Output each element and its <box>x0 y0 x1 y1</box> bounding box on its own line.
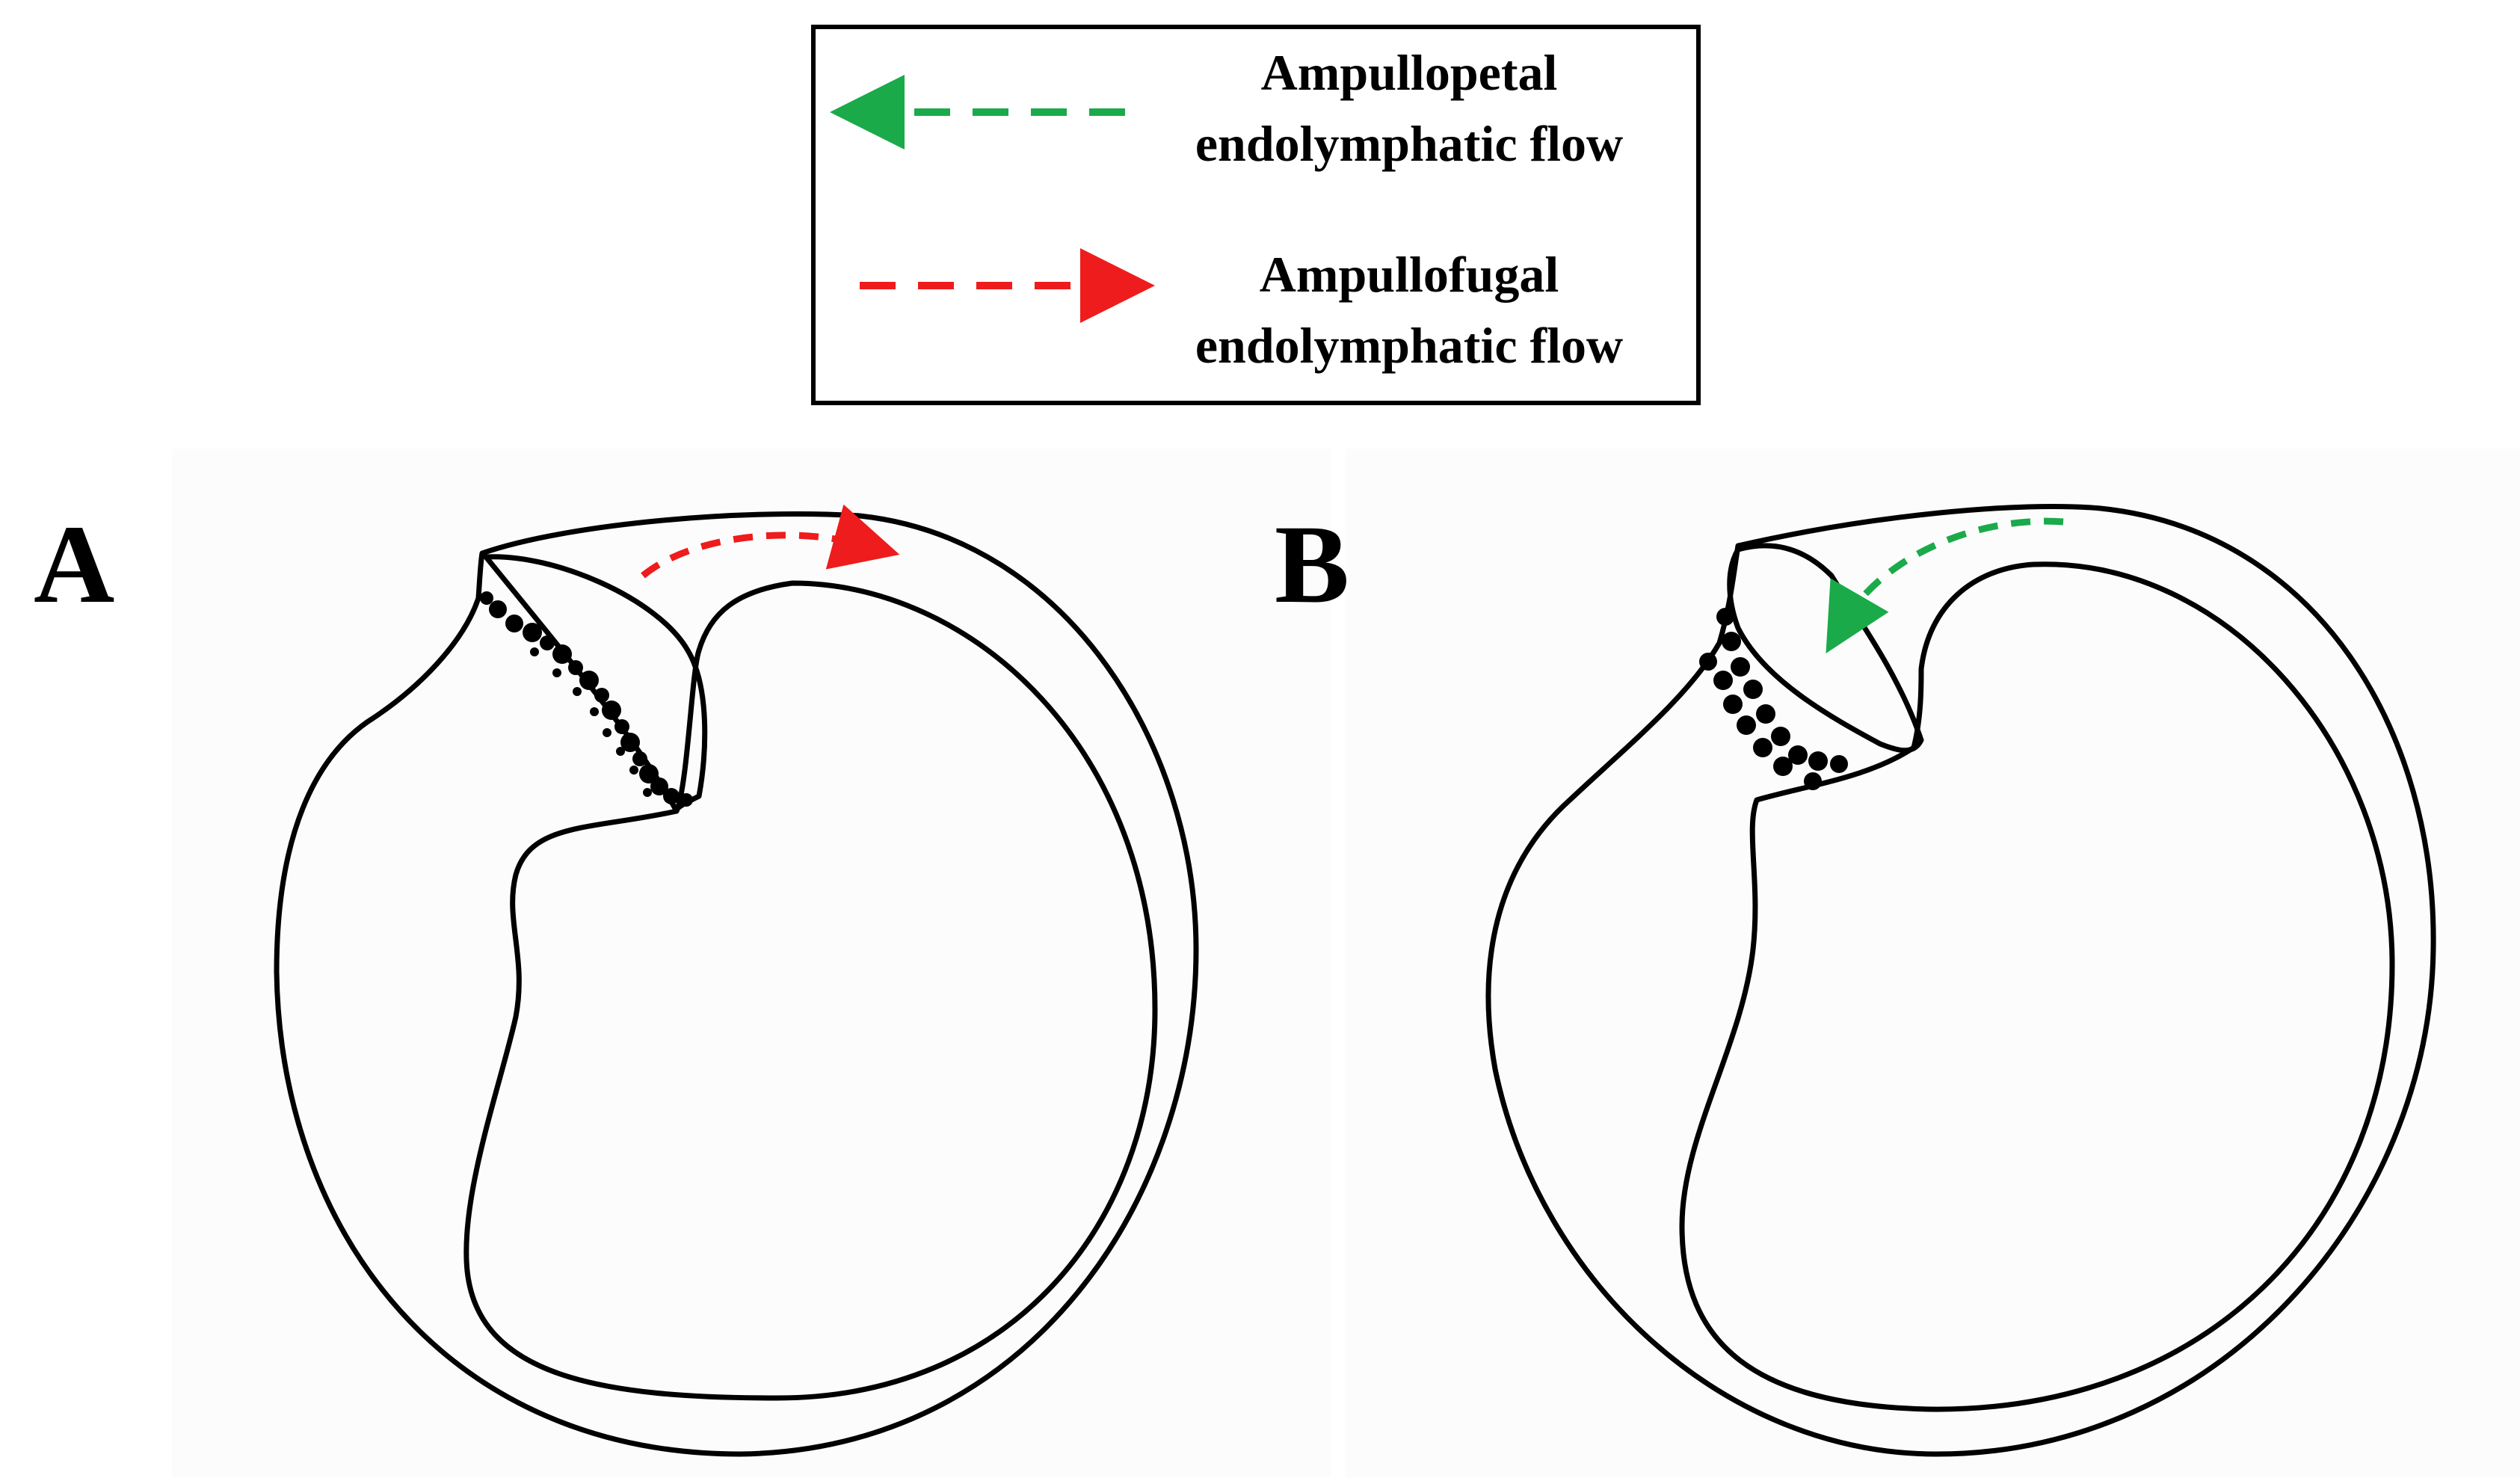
canal-inner-wall <box>463 580 1158 1401</box>
flow-arrow-ampullofugal <box>641 504 900 579</box>
legend-item-line1: Ampullofugal <box>1260 246 1559 303</box>
canal-inner-wall <box>1679 561 2395 1412</box>
otoconia-particles <box>1699 608 1848 790</box>
legend-box <box>811 25 1701 405</box>
otoconia-particles <box>480 591 693 807</box>
panel-b-background <box>1346 449 2520 1478</box>
panel-b: B <box>1275 502 2436 1457</box>
panel-a: A <box>34 502 1199 1457</box>
legend-item-line2: endolymphatic flow <box>1195 317 1623 374</box>
legend-item-ampullofugal: Ampullofugal endolymphatic flow <box>860 246 1623 374</box>
legend-item-line1: Ampullopetal <box>1261 44 1558 101</box>
legend-item-ampullopetal: Ampullopetal endolymphatic flow <box>830 44 1623 172</box>
panel-a-background <box>172 449 1331 1478</box>
cupula <box>1727 543 1924 754</box>
panel-label: A <box>34 502 114 626</box>
legend: Ampullopetal endolymphatic flow Ampullof… <box>811 25 1701 405</box>
legend-item-line2: endolymphatic flow <box>1195 115 1623 172</box>
flow-arrow-ampullopetal <box>1826 517 2064 653</box>
canal-outer-wall <box>274 511 1199 1457</box>
canal-outer-wall <box>1485 503 2436 1457</box>
panel-label: B <box>1275 502 1349 626</box>
